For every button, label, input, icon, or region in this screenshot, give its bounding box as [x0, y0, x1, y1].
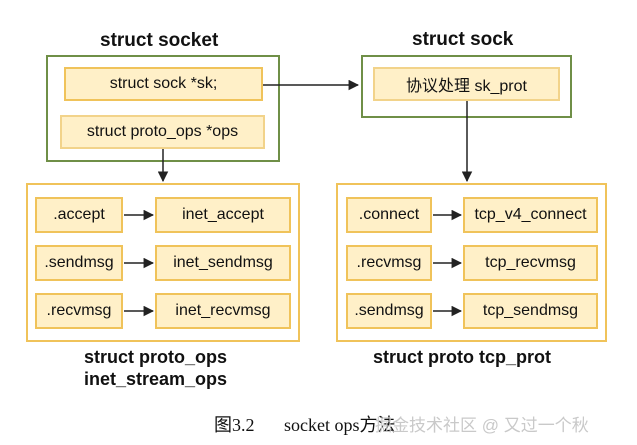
socket-struct-title: struct socket	[100, 30, 219, 51]
proto-op-sendmsg: .sendmsg	[346, 293, 432, 329]
socket-sk-field: struct sock *sk;	[64, 67, 263, 101]
proto-op-recvmsg: .recvmsg	[346, 245, 432, 281]
proto-op-connect: .connect	[346, 197, 432, 233]
figure-caption: socket ops方法	[284, 415, 396, 435]
proto-title: struct proto tcp_prot	[373, 347, 551, 367]
watermark: 掘金技术社区 @ 又过一个秋	[375, 416, 589, 435]
proto-ops-op-accept: .accept	[35, 197, 123, 233]
proto-impl-connect: tcp_v4_connect	[463, 197, 598, 233]
proto-ops-impl-sendmsg: inet_sendmsg	[155, 245, 291, 281]
proto-ops-impl-recvmsg: inet_recvmsg	[155, 293, 291, 329]
socket-ops-field: struct proto_ops *ops	[60, 115, 265, 149]
sock-prot-field: 协议处理 sk_prot	[373, 67, 560, 101]
proto-ops-title-line2: inet_stream_ops	[84, 369, 228, 389]
proto-ops-impl-accept: inet_accept	[155, 197, 291, 233]
proto-impl-sendmsg: tcp_sendmsg	[463, 293, 598, 329]
proto-ops-title-line1: struct proto_ops	[84, 347, 228, 367]
proto-ops-op-sendmsg: .sendmsg	[35, 245, 123, 281]
proto-impl-recvmsg: tcp_recvmsg	[463, 245, 598, 281]
figure-number: 图3.2	[214, 415, 255, 435]
proto-ops-op-recvmsg: .recvmsg	[35, 293, 123, 329]
sock-struct-title: struct sock	[412, 29, 514, 50]
